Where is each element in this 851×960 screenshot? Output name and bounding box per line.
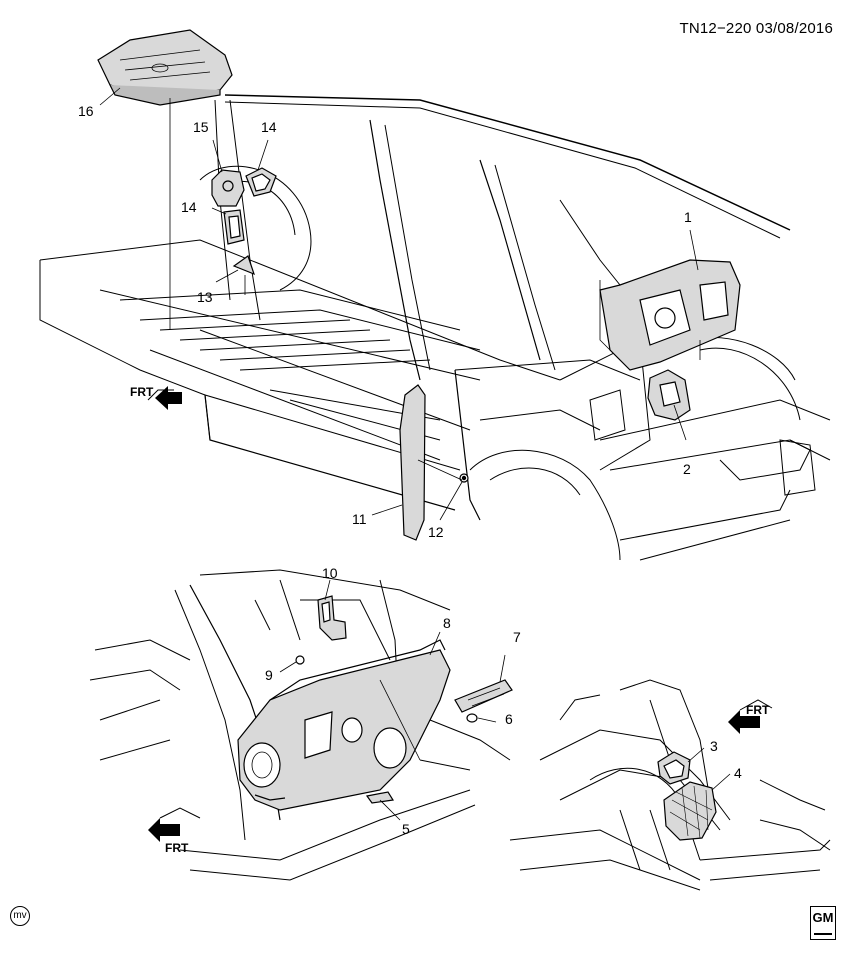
lower-right-wheelhouse-structure — [509, 679, 831, 891]
part-1-dash-insulator — [599, 259, 741, 371]
callout-10: 10 — [322, 565, 338, 581]
part-11-pillar-insulator — [399, 384, 426, 541]
callout-14-lower: 14 — [181, 199, 197, 215]
mv-badge: mv — [10, 906, 30, 926]
part-14-pad-upper — [245, 167, 277, 197]
frt-arrow-lower-right[interactable]: FRT — [728, 699, 773, 734]
frt-label-top: FRT — [130, 385, 154, 399]
callout-12: 12 — [428, 524, 444, 540]
callout-labels: 1 2 3 4 5 6 7 8 9 10 11 12 13 14 14 15 1… — [78, 103, 742, 837]
lower-left-dash-structure — [89, 569, 511, 881]
part-15-pad — [211, 169, 245, 207]
callout-3: 3 — [710, 738, 718, 754]
callout-15: 15 — [193, 119, 209, 135]
part-2-insulator — [647, 369, 691, 421]
part-4-acoustic-pad — [663, 781, 717, 841]
part-3-pad — [657, 751, 691, 785]
callout-13: 13 — [197, 289, 213, 305]
top-body-structure — [39, 94, 831, 561]
diagram-code: TN12−220 — [679, 20, 752, 37]
lower-left-leader-lines — [279, 579, 506, 821]
part-6-plug — [466, 713, 478, 723]
part-13-pad — [232, 255, 255, 276]
diagram-date: 03/08/2016 — [755, 20, 833, 37]
part-8-dash-mat — [237, 639, 451, 811]
callout-4: 4 — [734, 765, 742, 781]
frt-arrow-lower-left[interactable]: FRT — [148, 807, 201, 855]
callout-14-upper: 14 — [261, 119, 277, 135]
part-5-pad — [365, 791, 394, 804]
callout-5: 5 — [402, 821, 410, 837]
part-12-plug — [459, 473, 469, 483]
part-14-pad-lower — [223, 209, 245, 245]
diagram-header: TN12−220 03/08/2016 — [679, 20, 833, 37]
part-16-panel — [97, 29, 233, 106]
callout-8: 8 — [443, 615, 451, 631]
part-9-plug — [295, 655, 305, 665]
callout-1: 1 — [684, 209, 692, 225]
frt-label-lower-left: FRT — [165, 841, 189, 855]
lower-right-leader-lines — [687, 747, 731, 791]
callout-2: 2 — [683, 461, 691, 477]
callout-11: 11 — [352, 511, 367, 527]
top-leader-lines — [99, 87, 701, 521]
frt-label-lower-right: FRT — [746, 703, 770, 717]
frt-arrow-top[interactable]: FRT — [130, 385, 182, 410]
callout-9: 9 — [265, 667, 273, 683]
gm-logo: GM — [810, 906, 836, 940]
part-10-pad — [317, 595, 347, 641]
callout-7: 7 — [513, 629, 521, 645]
callout-16: 16 — [78, 103, 94, 119]
gm-logo-text: GM — [812, 910, 834, 925]
gm-logo-bar — [814, 933, 832, 935]
callout-6: 6 — [505, 711, 513, 727]
part-7-pad — [454, 679, 513, 713]
